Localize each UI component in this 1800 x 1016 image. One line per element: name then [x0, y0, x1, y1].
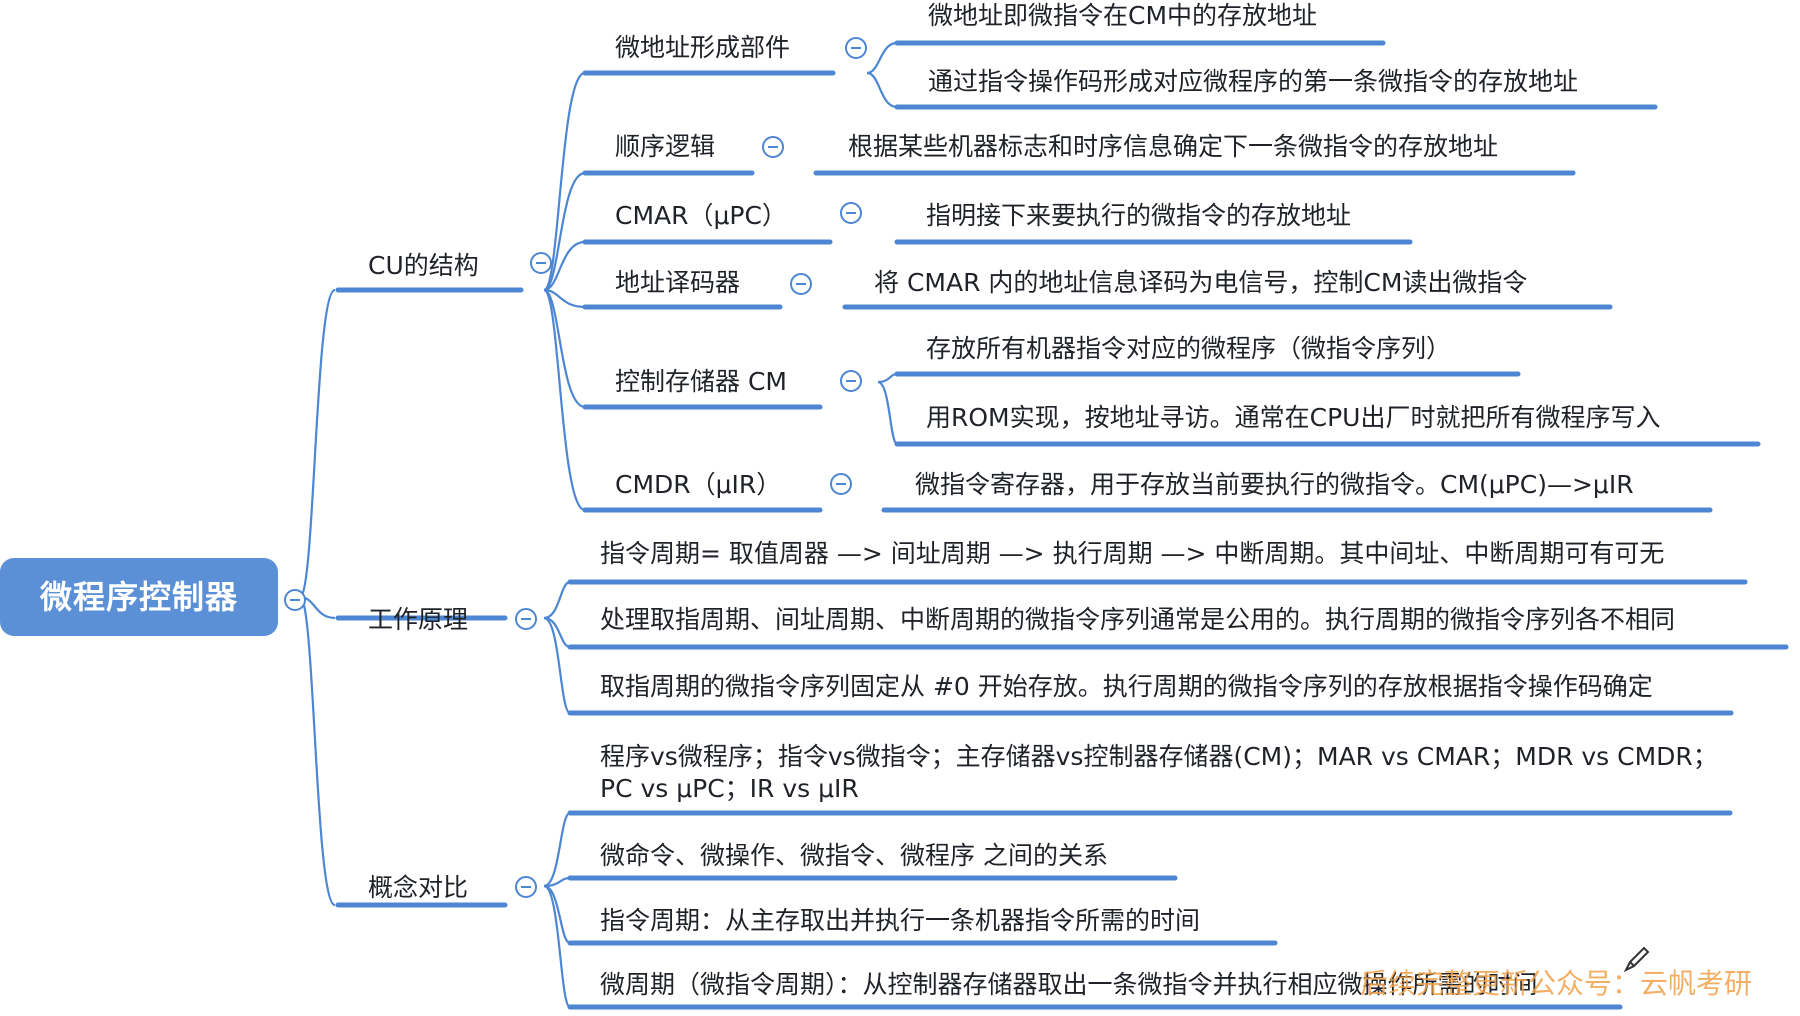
note-cm-1: 存放所有机器指令对应的微程序（微指令序列） [926, 334, 1452, 363]
concept-item-3: 指令周期：从主存取出并执行一条机器指令所需的时间 [600, 906, 1201, 935]
work-item-3: 取指周期的微指令序列固定从 #0 开始存放。执行周期的微指令序列的存放根据指令操… [600, 672, 1653, 701]
concept-item-2: 微命令、微操作、微指令、微程序 之间的关系 [600, 841, 1108, 870]
microaddress-collapse-icon[interactable] [845, 37, 867, 59]
node-concept-compare[interactable]: 概念对比 [368, 873, 469, 902]
cu-collapse-icon[interactable] [530, 252, 552, 274]
note-cm-2: 用ROM实现，按地址寻访。通常在CPU出厂时就把所有微程序写入 [926, 403, 1661, 432]
root-collapse-icon[interactable] [284, 589, 306, 611]
decoder-collapse-icon[interactable] [790, 273, 812, 295]
node-microaddress-unit[interactable]: 微地址形成部件 [615, 33, 791, 62]
cmar-collapse-icon[interactable] [840, 202, 862, 224]
node-cmdr[interactable]: CMDR（μIR） [615, 470, 782, 499]
concept-item-4: 微周期（微指令周期）：从控制器存储器取出一条微指令并执行相应微操作所需的时间 [600, 970, 1538, 999]
node-sequence-logic[interactable]: 顺序逻辑 [615, 132, 716, 161]
work-collapse-icon[interactable] [515, 608, 537, 630]
note-sequence: 根据某些机器标志和时序信息确定下一条微指令的存放地址 [848, 132, 1499, 161]
concept-collapse-icon[interactable] [515, 876, 537, 898]
work-item-1: 指令周期= 取值周器 —> 间址周期 —> 执行周期 —> 中断周期。其中间址、… [600, 539, 1665, 568]
note-microaddress-1: 微地址即微指令在CM中的存放地址 [928, 1, 1318, 30]
node-work-principle[interactable]: 工作原理 [368, 605, 469, 634]
node-cmar[interactable]: CMAR（μPC） [615, 201, 787, 230]
note-cmdr: 微指令寄存器，用于存放当前要执行的微指令。CM(μPC)—>μIR [915, 470, 1634, 499]
note-microaddress-2: 通过指令操作码形成对应微程序的第一条微指令的存放地址 [928, 67, 1579, 96]
work-item-2: 处理取指周期、间址周期、中断周期的微指令序列通常是公用的。执行周期的微指令序列各… [600, 605, 1676, 634]
node-address-decoder[interactable]: 地址译码器 [615, 268, 741, 297]
note-decoder: 将 CMAR 内的地址信息译码为电信号，控制CM读出微指令 [874, 268, 1528, 297]
node-cu-structure[interactable]: CU的结构 [368, 251, 479, 280]
concept-item-1: 程序vs微程序；指令vs微指令；主存储器vs控制器存储器(CM)；MAR vs … [600, 742, 1718, 803]
sequence-collapse-icon[interactable] [762, 136, 784, 158]
note-cmar: 指明接下来要执行的微指令的存放地址 [926, 201, 1352, 230]
root-node[interactable]: 微程序控制器 [0, 558, 278, 636]
pen-icon [1623, 946, 1650, 973]
cm-collapse-icon[interactable] [840, 370, 862, 392]
watermark: 后续完整更新公众号：云帆考研 [1360, 967, 1753, 1000]
node-control-memory[interactable]: 控制存储器 CM [615, 367, 787, 396]
cmdr-collapse-icon[interactable] [830, 473, 852, 495]
